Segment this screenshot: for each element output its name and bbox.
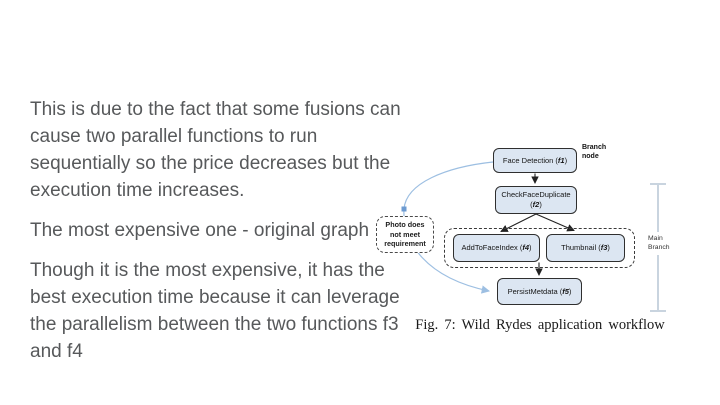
function-id: f1 xyxy=(557,155,565,165)
photo-condition-line: not meet xyxy=(390,229,420,239)
branch-node-label-line: node xyxy=(582,153,599,160)
node-label: (f2) xyxy=(530,200,542,209)
body-text: This is due to the fact that some fusion… xyxy=(30,96,401,378)
photo-condition-line: Photo does xyxy=(385,220,425,230)
node-add-to-face-index: AddToFaceIndex (f4) xyxy=(453,234,540,262)
paragraph: This is due to the fact that some fusion… xyxy=(30,96,401,204)
figure-caption: Fig. 7: Wild Rydes application workflow xyxy=(415,317,665,333)
paragraph: The most expensive one - original graph xyxy=(30,217,370,244)
function-id: f5 xyxy=(562,286,569,296)
text-line: and f4 xyxy=(30,341,83,362)
node-face-detection: Face Detection (f1) xyxy=(493,148,577,173)
main-branch-label-line: Main xyxy=(648,235,663,242)
node-label: CheckFaceDuplicate xyxy=(501,190,571,199)
workflow-figure: Branch node Face Detection (f1) CheckFac… xyxy=(360,130,700,342)
photo-condition-box: Photo does not meet requirement xyxy=(376,216,434,253)
node-label: Thumbnail (f3) xyxy=(561,243,610,252)
text-line: Though it is the most expensive, it has … xyxy=(30,260,385,281)
text-line: cause two parallel functions to run xyxy=(30,126,318,147)
flow-arrow-f2-f3 xyxy=(535,213,575,232)
main-branch-bracket-cap-bottom xyxy=(650,310,666,312)
node-check-face-duplicate: CheckFaceDuplicate (f2) xyxy=(495,186,577,214)
text-line: This is due to the fact that some fusion… xyxy=(30,99,401,120)
node-label: Face Detection (f1) xyxy=(502,155,568,165)
main-branch-bracket-cap-top xyxy=(650,183,666,185)
main-branch-label: Main Branch xyxy=(647,232,671,255)
function-id: f3 xyxy=(600,243,608,252)
photo-condition-line: requirement xyxy=(384,239,426,249)
node-thumbnail: Thumbnail (f3) xyxy=(546,234,625,262)
text-line: sequentially so the price decreases but … xyxy=(30,153,391,174)
text-line: best execution time because it can lever… xyxy=(30,287,400,308)
text-line: The most expensive one - original graph xyxy=(30,220,370,241)
parallel-group-box xyxy=(444,228,635,268)
loop-junction-marker xyxy=(401,206,407,212)
function-id: f4 xyxy=(522,243,530,252)
function-id: f2 xyxy=(532,200,540,209)
node-persist-metdata: PersistMetdata (f5) xyxy=(497,278,582,305)
paragraph: Though it is the most expensive, it has … xyxy=(30,257,400,365)
text-line: the parallelism between the two function… xyxy=(30,314,399,335)
node-label: AddToFaceIndex (f4) xyxy=(461,243,532,252)
main-branch-label-line: Branch xyxy=(648,243,670,251)
node-label: PersistMetdata (f5) xyxy=(507,286,572,296)
branch-node-label-line: Branch xyxy=(582,144,607,151)
branch-node-label: Branch node xyxy=(582,143,606,161)
text-line: execution time increases. xyxy=(30,180,245,201)
